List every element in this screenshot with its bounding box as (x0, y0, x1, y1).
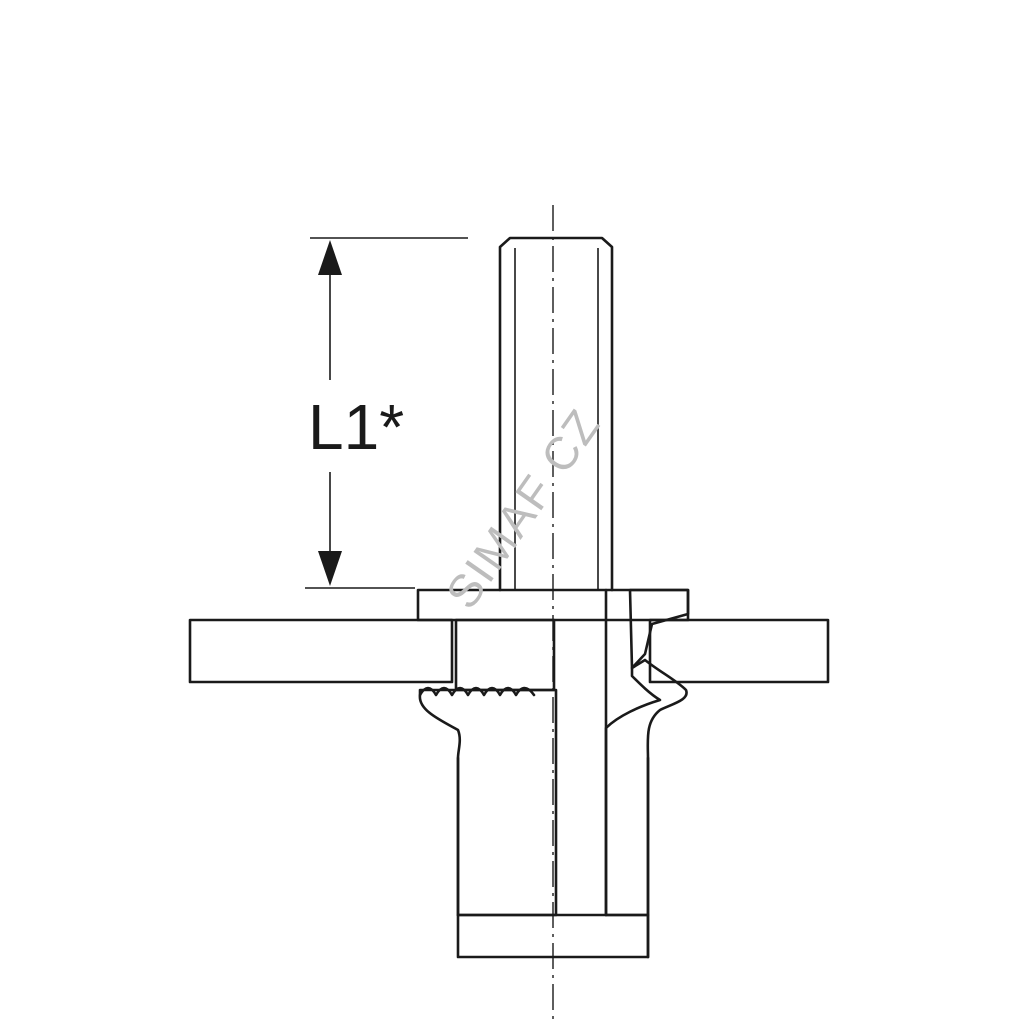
arrow-up-icon (318, 240, 342, 275)
threaded-stud (498, 236, 614, 592)
arrow-down-icon (318, 551, 342, 586)
sheet-plate-left (188, 618, 454, 684)
dimension-l1: L1* (305, 237, 468, 589)
watermark-text: SIMAF CZ (436, 399, 611, 618)
nut-section-right (604, 588, 690, 917)
sheet-plate-right (648, 618, 830, 684)
knurled-shank (454, 618, 556, 692)
bulge-left (418, 686, 558, 917)
dimension-label: L1* (308, 391, 404, 463)
